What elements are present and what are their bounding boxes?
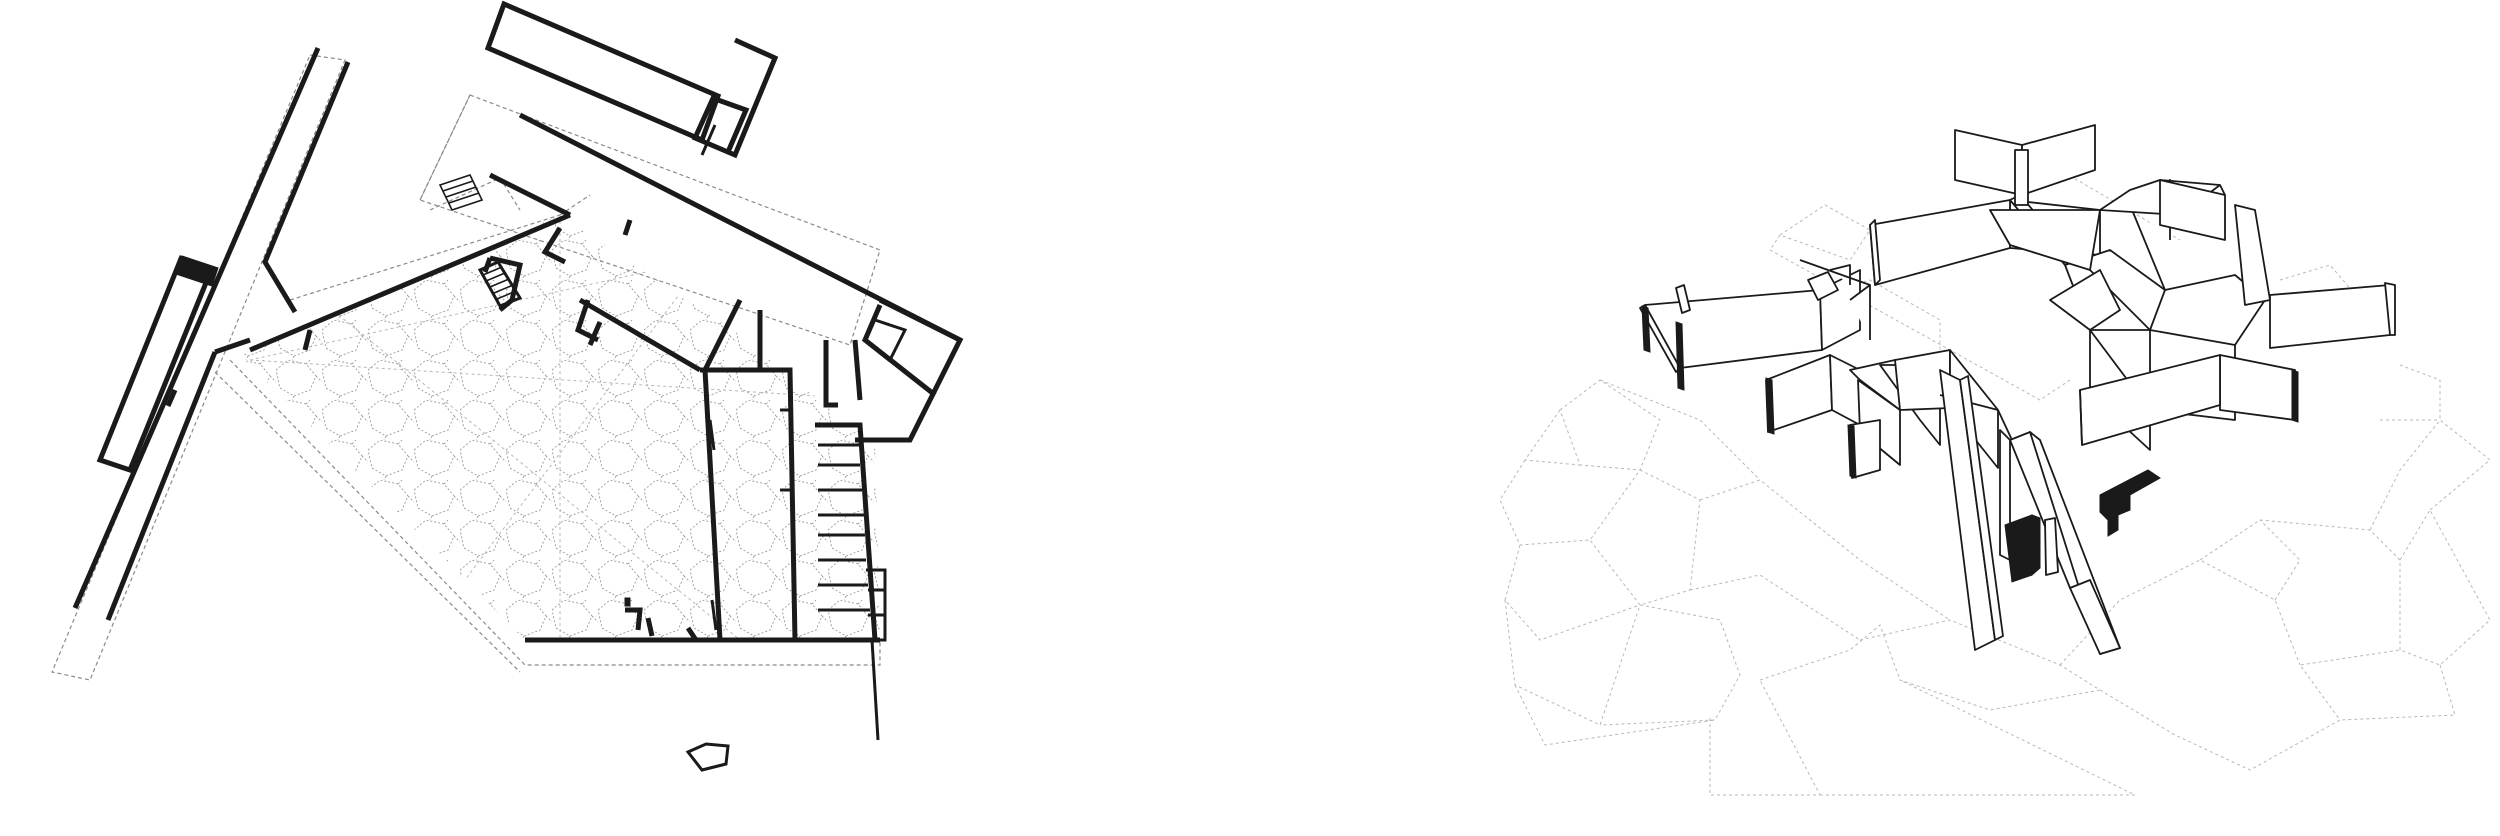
interior-walls [249, 212, 887, 741]
axonometric-diagram [1499, 124, 2491, 796]
stair [438, 174, 523, 308]
road-lines [72, 47, 351, 621]
top-buildings [484, 0, 964, 443]
ground-cells [1499, 169, 2491, 796]
kiosk [685, 742, 730, 772]
axonometric-walls [1639, 124, 2396, 655]
site-plan [51, 0, 964, 772]
left-building-strip [96, 255, 219, 474]
